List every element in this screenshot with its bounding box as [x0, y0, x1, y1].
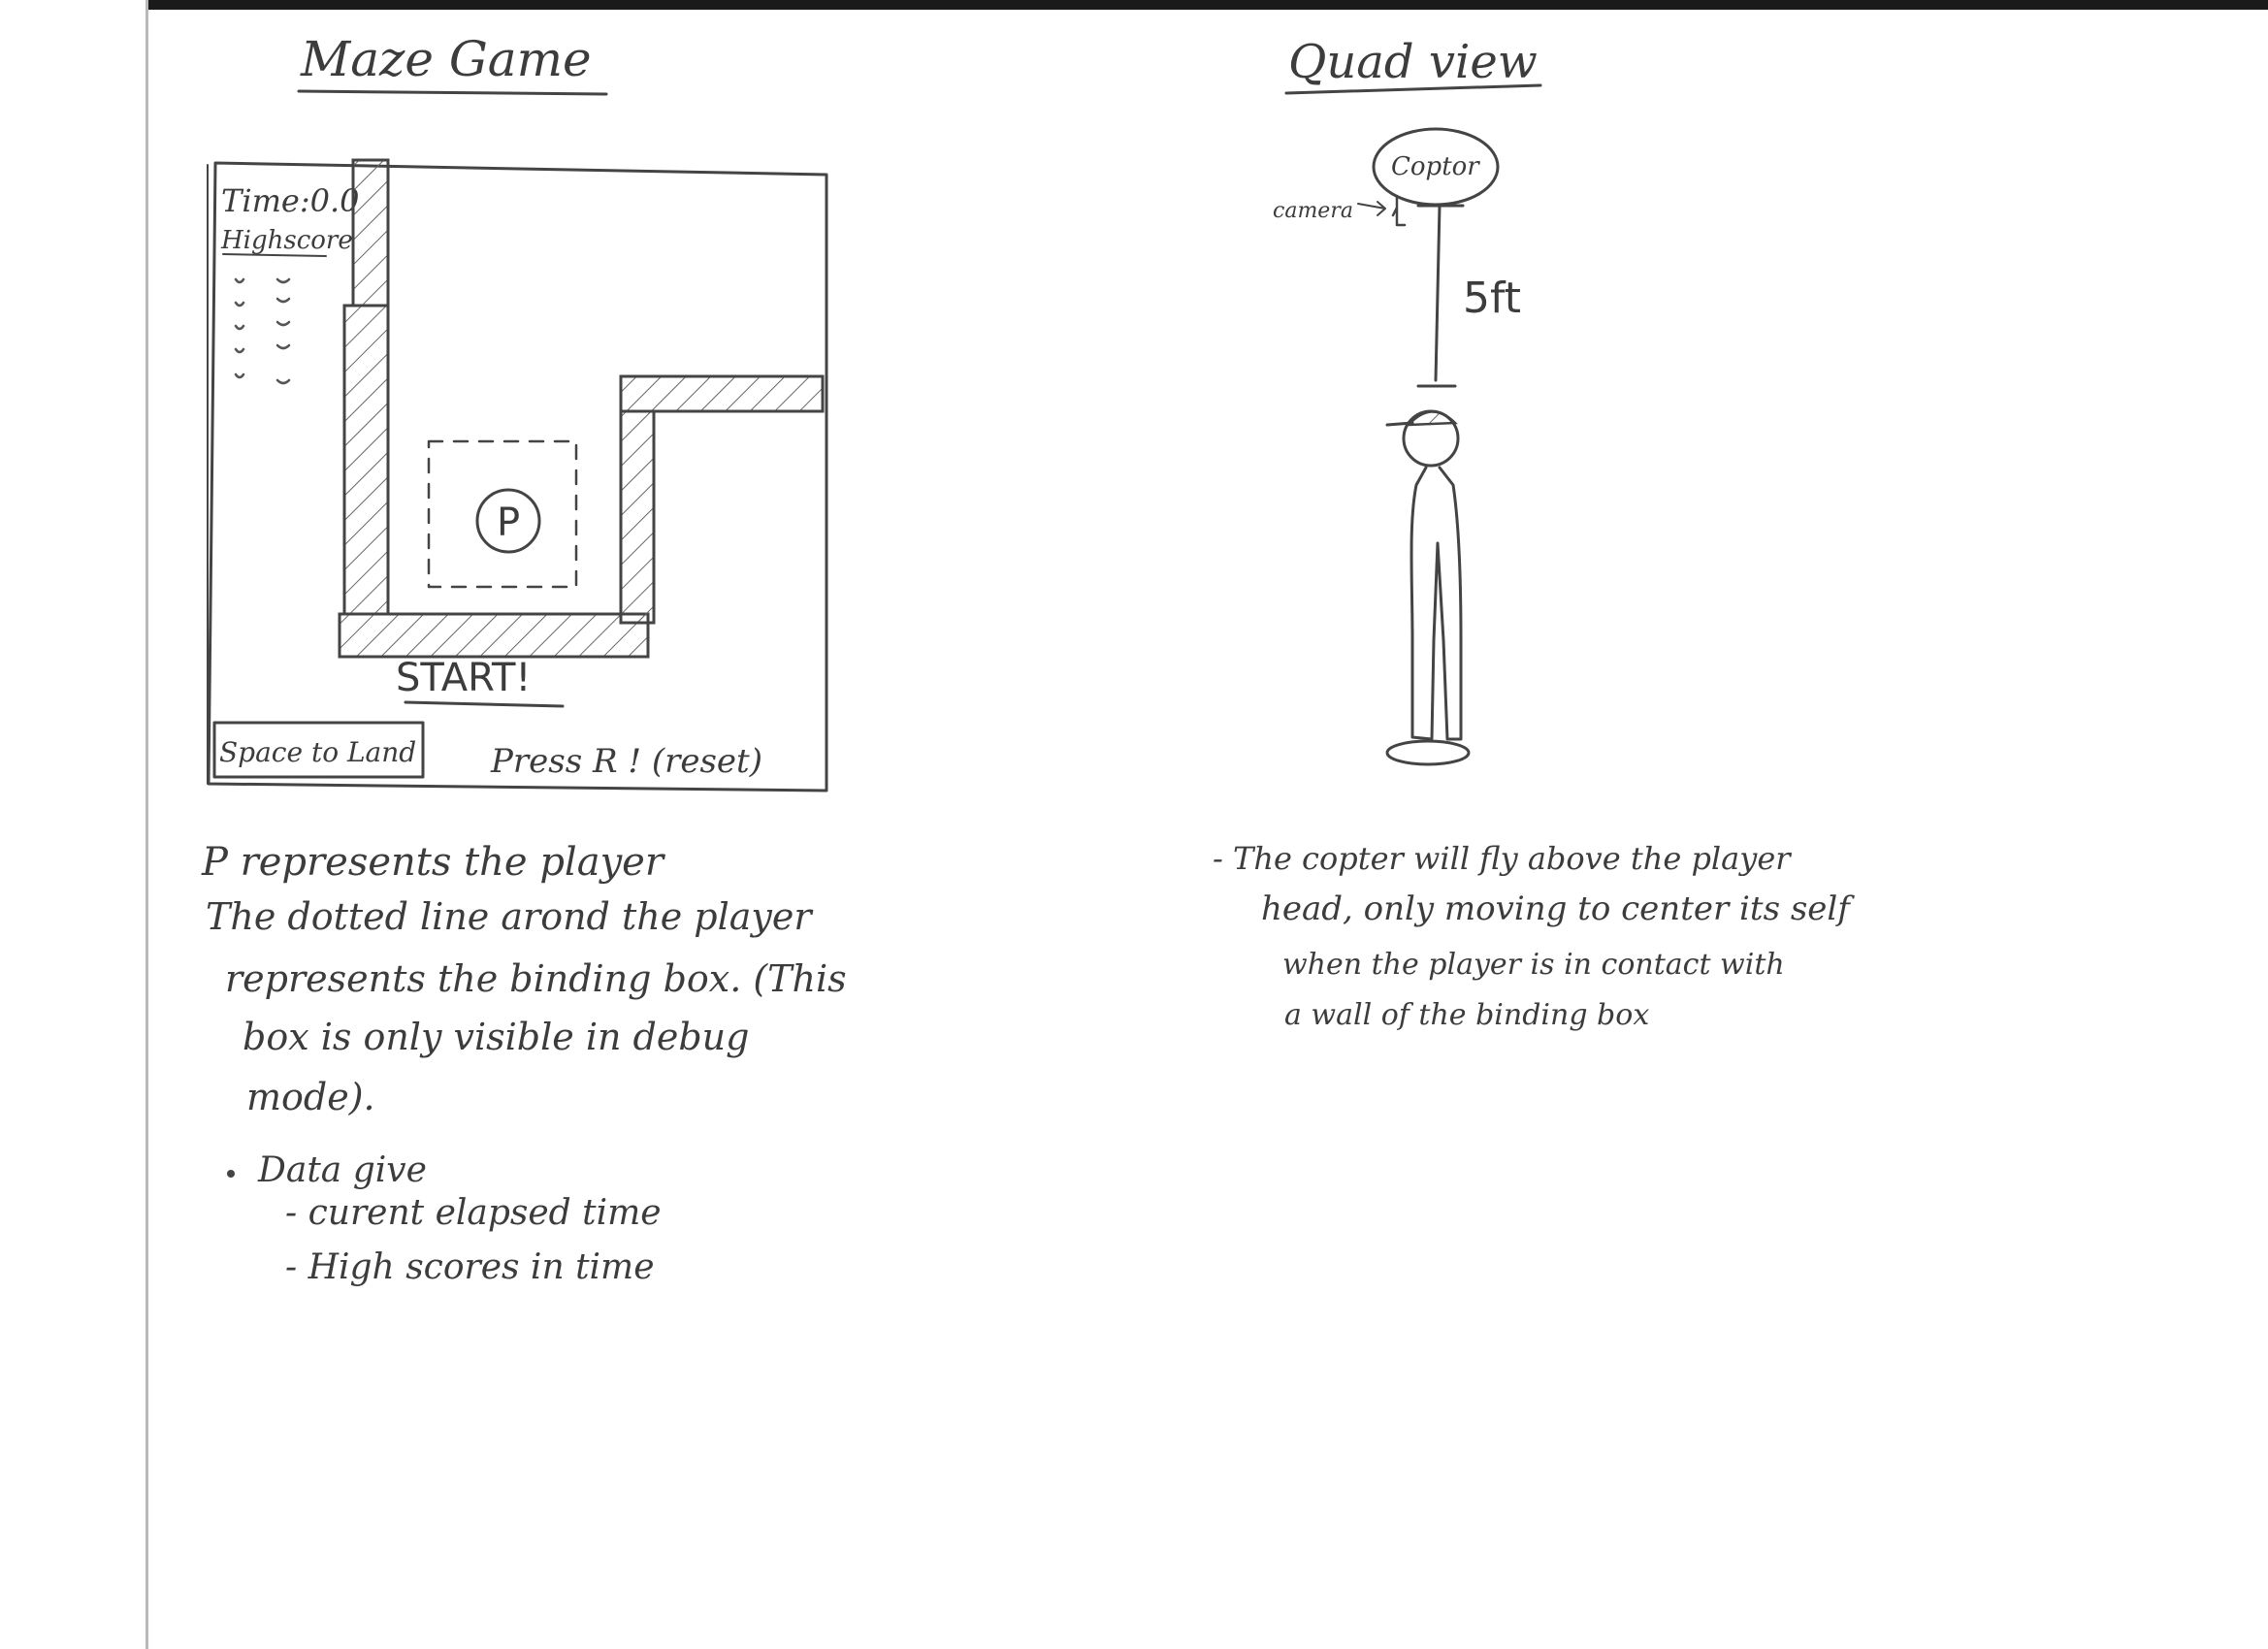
player-cap-icon	[1409, 411, 1455, 425]
distance-label: 5ft	[1463, 274, 1521, 323]
land-hint: Space to Land	[219, 736, 416, 768]
maze-notes: P represents the player The dotted line …	[201, 840, 847, 1287]
quad-notes: - The copter will fly above the player h…	[1213, 840, 1855, 1032]
maze-note-line-4: box is only visible in debug	[243, 1016, 749, 1058]
maze-title: Maze Game	[299, 31, 606, 94]
player-figure	[1387, 411, 1469, 764]
maze-wall-top-right	[621, 376, 823, 411]
hud-time: Time:0.0	[221, 182, 360, 219]
player-label: P	[497, 501, 520, 545]
maze-wall-bottom	[340, 614, 648, 657]
copter-label: Coptor	[1391, 152, 1480, 181]
land-hint-box: Space to Land	[214, 723, 423, 777]
quad-note-line-1: - The copter will fly above the player	[1213, 840, 1792, 877]
player-body	[1411, 468, 1461, 739]
maze-wall-right	[621, 411, 654, 623]
hud-panel: Time:0.0 Highscore	[220, 182, 360, 383]
quad-note-line-3: when the player is in contact with	[1282, 948, 1785, 982]
quad-title: Quad view	[1286, 35, 1540, 93]
maze-wall-left	[344, 306, 388, 614]
camera-label: camera	[1273, 199, 1353, 223]
distance-indicator: 5ft	[1418, 206, 1521, 386]
copter: Coptor	[1374, 129, 1498, 205]
camera-arrow	[1358, 202, 1385, 215]
start-underline	[405, 702, 563, 706]
camera-annotation: camera	[1273, 196, 1405, 225]
maze-note-line-5: mode).	[246, 1076, 375, 1118]
player-cap-brim	[1387, 423, 1412, 425]
maze-title-underline	[299, 91, 606, 94]
player-marker: P	[477, 490, 539, 552]
player-feet	[1387, 741, 1469, 764]
data-bullet-title: Data give	[257, 1150, 427, 1190]
quad-note-line-4: a wall of the binding box	[1284, 998, 1649, 1032]
data-bullet	[227, 1170, 235, 1178]
maze-title-text: Maze Game	[300, 31, 592, 87]
start-marker: START!	[396, 656, 563, 706]
quad-title-text: Quad view	[1288, 35, 1538, 89]
reset-hint: Press R ! (reset)	[490, 742, 762, 781]
maze-note-line-1: P represents the player	[201, 840, 666, 885]
maze-note-line-3: represents the binding box. (This	[225, 957, 847, 1000]
data-sub-item-1: - curent elapsed time	[285, 1193, 662, 1233]
maze-wall-left-top	[353, 160, 388, 306]
start-label: START!	[396, 656, 531, 700]
maze-walls	[340, 160, 823, 657]
data-sub-item-2: - High scores in time	[285, 1247, 655, 1287]
maze-note-line-2: The dotted line arond the player	[206, 895, 814, 938]
hud-highscore-label: Highscore	[220, 226, 353, 255]
quad-note-line-2: head, only moving to center its self	[1261, 889, 1855, 928]
highscore-list	[236, 279, 289, 383]
